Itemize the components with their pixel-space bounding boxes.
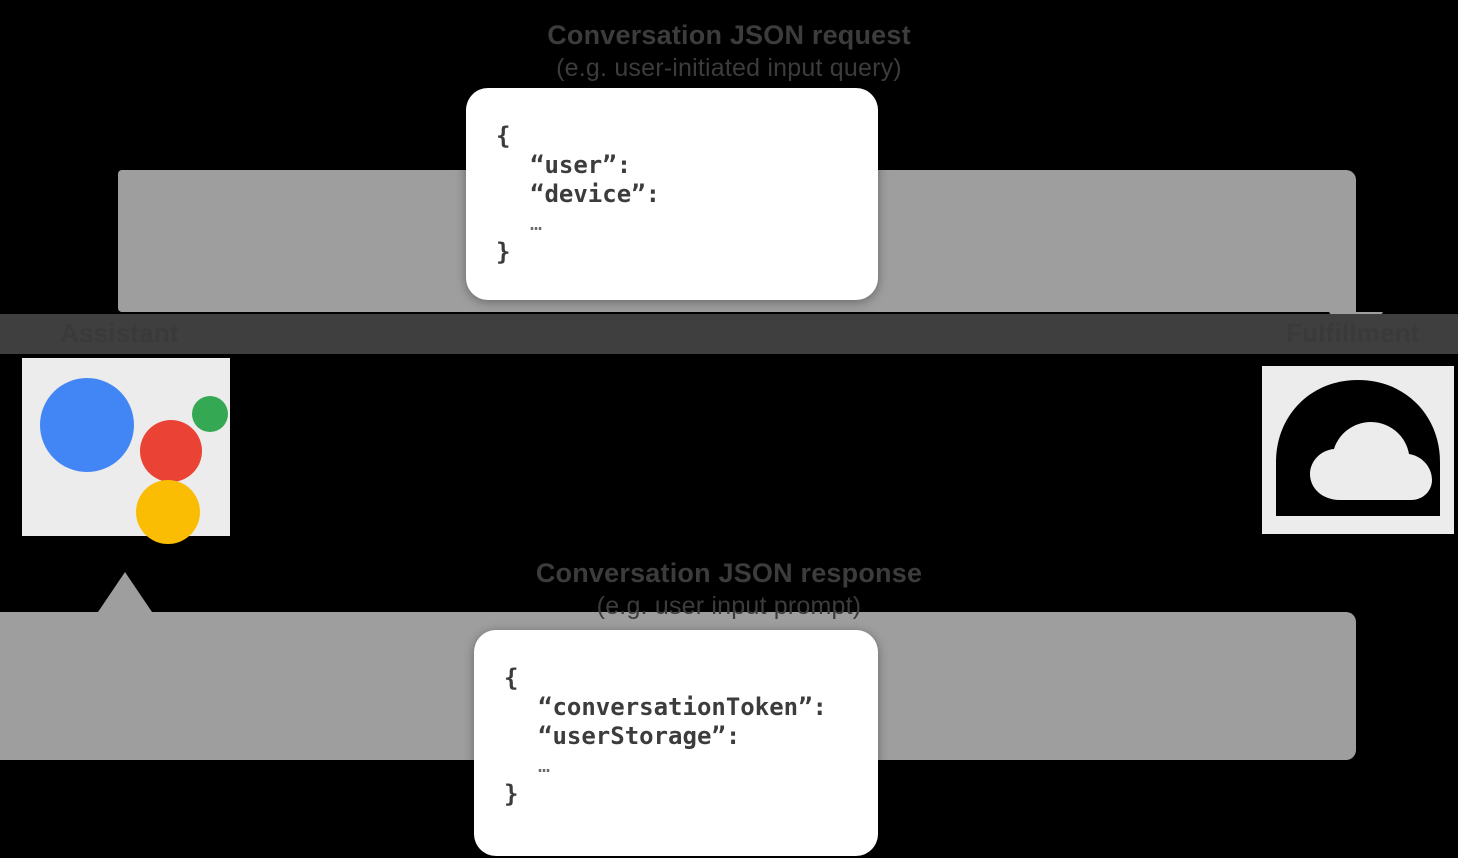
- fulfillment-node-label: Fulfillment: [1286, 318, 1420, 348]
- request-json-key-device: “device”:: [530, 180, 661, 208]
- node-label-strip: [0, 314, 1458, 354]
- request-json-key-user: “user”:: [530, 151, 632, 179]
- request-caption-subtitle: (e.g. user-initiated input query): [556, 54, 902, 82]
- assistant-node-label: Assistant: [60, 318, 179, 348]
- fulfillment-node[interactable]: [1262, 366, 1454, 534]
- request-json-open: {: [496, 122, 511, 150]
- assistant-yellow-dot-icon: [136, 480, 200, 544]
- response-json-key-user-storage: “userStorage”:: [538, 722, 741, 750]
- response-caption-subtitle: (e.g. user input prompt): [596, 592, 862, 620]
- assistant-red-dot-icon: [140, 420, 202, 482]
- response-arrow-head-icon: [98, 572, 152, 612]
- assistant-blue-dot-icon: [40, 378, 134, 472]
- response-json-ellipsis: …: [538, 753, 551, 777]
- cloud-icon: [1270, 376, 1446, 524]
- response-json-card: { “conversationToken”: “userStorage”: … …: [474, 630, 878, 856]
- request-json-card: { “user”: “device”: … }: [466, 88, 878, 300]
- request-caption: Conversation JSON request (e.g. user-ini…: [0, 18, 1458, 85]
- response-caption-title: Conversation JSON response: [535, 558, 923, 588]
- assistant-node[interactable]: [22, 358, 230, 544]
- response-json-close: }: [504, 780, 519, 808]
- request-caption-title: Conversation JSON request: [547, 20, 911, 50]
- request-json-close: }: [496, 238, 511, 266]
- assistant-green-dot-icon: [192, 396, 228, 432]
- response-json-open: {: [504, 664, 519, 692]
- request-json-ellipsis: …: [530, 211, 543, 235]
- response-caption: Conversation JSON response (e.g. user in…: [0, 556, 1458, 623]
- response-json-key-conversation-token: “conversationToken”:: [538, 693, 827, 721]
